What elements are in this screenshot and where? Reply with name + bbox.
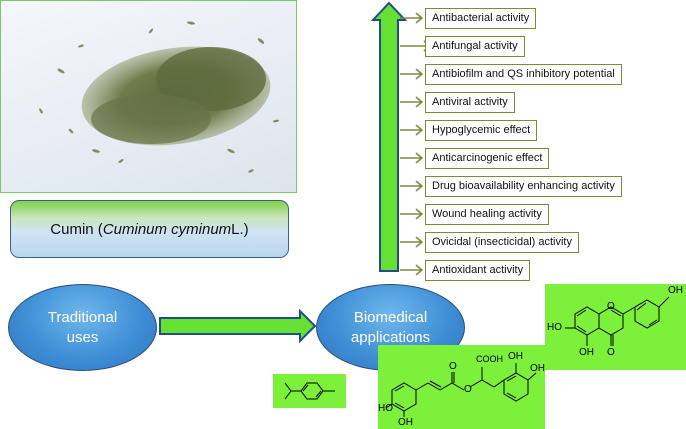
traditional-uses-node: Traditional uses [8, 284, 157, 371]
traditional-uses-line1: Traditional [47, 308, 118, 326]
apigenin-drawing [565, 296, 670, 346]
rosmarinic-ho-left: HO [378, 403, 393, 414]
apigenin-oh-bottom: OH [579, 347, 594, 358]
activity-box-4: Hypoglycemic effect [425, 120, 538, 141]
activity-label: Antiviral activity [432, 96, 508, 108]
activity-box-7: Wound healing activity [425, 204, 549, 225]
biomedical-line2: applications [350, 328, 431, 346]
traditional-uses-line2: uses [66, 328, 99, 346]
cumin-seeds-image [39, 21, 279, 173]
rosmarinic-o-carbonyl: O [449, 361, 457, 372]
apigenin-o-carbonyl: O [607, 347, 615, 358]
rosmarinic-oh-right: OH [530, 363, 545, 374]
rosmarinic-acid-structure: COOH OH OH O O HO OH [378, 345, 545, 429]
activity-box-2: Antibiofilm and QS inhibitory potential [425, 64, 622, 85]
activity-box-3: Antiviral activity [425, 92, 515, 113]
activity-label: Ovicidal (insecticidal) activity [432, 236, 572, 248]
activity-box-1: Antifungal activity [425, 36, 525, 57]
rosmarinic-acid-drawing [385, 363, 537, 417]
horizontal-arrow [159, 308, 317, 344]
p-cymene-structure [273, 374, 346, 408]
activity-label: Anticarcinogenic effect [432, 152, 543, 164]
apigenin-oh-top-right: OH [668, 285, 683, 296]
cumin-label-box: Cumin (Cuminum cyminum L.) [10, 200, 289, 258]
cumin-species-name: Cuminum cyminum [102, 220, 232, 238]
activity-label: Hypoglycemic effect [432, 124, 531, 136]
apigenin-o-ring: O [607, 301, 615, 312]
apigenin-structure: OH HO OH O O [545, 284, 686, 370]
activity-label: Antifungal activity [432, 40, 518, 52]
rosmarinic-cooh: COOH [476, 354, 503, 364]
activity-label: Wound healing activity [432, 208, 542, 220]
activity-box-5: Anticarcinogenic effect [425, 148, 550, 169]
activity-box-6: Drug bioavailability enhancing activity [425, 176, 622, 197]
p-cymene-drawing [284, 382, 335, 400]
cumin-label-prefix: Cumin ( [50, 220, 103, 238]
rosmarinic-oh-top: OH [508, 351, 523, 362]
activity-box-9: Antioxidant activity [425, 260, 531, 281]
activity-box-0: Antibacterial activity [425, 8, 537, 29]
cumin-label-suffix: L.) [231, 220, 249, 238]
apigenin-ho-left: HO [547, 322, 562, 333]
activity-label: Antioxidant activity [432, 264, 524, 276]
activity-box-8: Ovicidal (insecticidal) activity [425, 232, 579, 253]
cumin-photo [0, 0, 297, 193]
activity-label: Antibacterial activity [432, 12, 530, 24]
activity-label: Drug bioavailability enhancing activity [432, 180, 615, 192]
vertical-arrow [370, 1, 408, 272]
activity-label: Antibiofilm and QS inhibitory potential [432, 68, 615, 80]
biomedical-line1: Biomedical [353, 308, 428, 326]
rosmarinic-o-ester: O [464, 384, 472, 395]
rosmarinic-oh-bottom: OH [398, 417, 413, 428]
